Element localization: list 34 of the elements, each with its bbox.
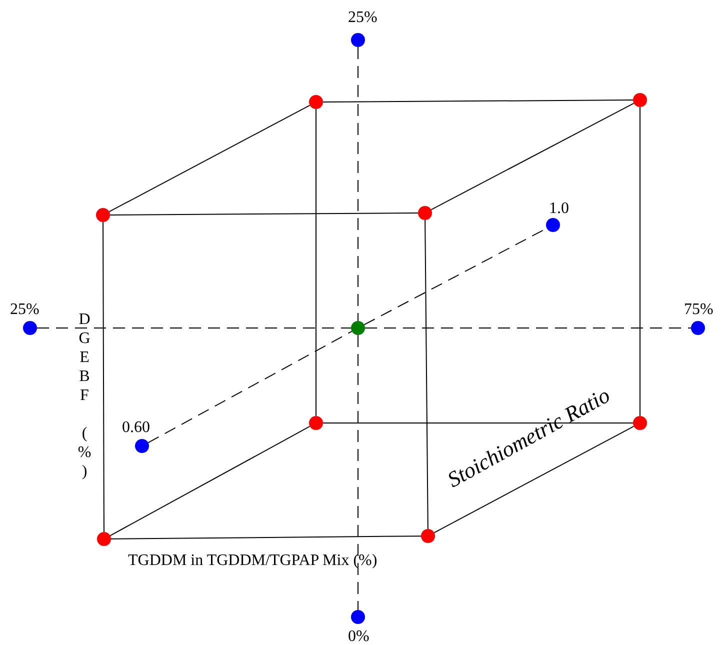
point-label: 25%	[10, 302, 40, 318]
cube-edge	[430, 102, 634, 210]
point-label: 0.60	[122, 420, 150, 436]
data-point	[97, 532, 111, 546]
axis-title: TGDDM in TGDDM/TGPAP Mix (%)	[128, 553, 378, 569]
data-point	[135, 439, 149, 453]
cube-edge	[322, 100, 634, 102]
cube-edge	[102, 222, 104, 532]
data-point	[418, 206, 432, 220]
data-point	[633, 416, 647, 430]
cube-edge	[108, 104, 310, 212]
cube-edge	[434, 426, 634, 534]
point-label: 25%	[348, 10, 378, 26]
cube-edge	[424, 220, 428, 530]
data-point	[351, 610, 365, 624]
point-label: 0%	[348, 629, 370, 645]
cube-edge	[322, 422, 634, 424]
data-point	[309, 416, 323, 430]
point-label: 1.0	[549, 201, 569, 217]
cube-edge	[110, 536, 422, 540]
cube-edge	[110, 426, 310, 536]
data-point	[23, 321, 37, 335]
data-point	[96, 208, 110, 222]
point-label: 75%	[684, 302, 714, 318]
data-point	[421, 529, 435, 543]
data-point	[633, 93, 647, 107]
data-point	[546, 218, 560, 232]
axis-title: DGEBF (%)	[76, 311, 92, 482]
axis-line	[148, 330, 352, 444]
data-point	[691, 321, 705, 335]
cube-edge	[110, 212, 418, 216]
data-point	[351, 321, 365, 335]
data-point	[309, 95, 323, 109]
data-point	[351, 33, 365, 47]
